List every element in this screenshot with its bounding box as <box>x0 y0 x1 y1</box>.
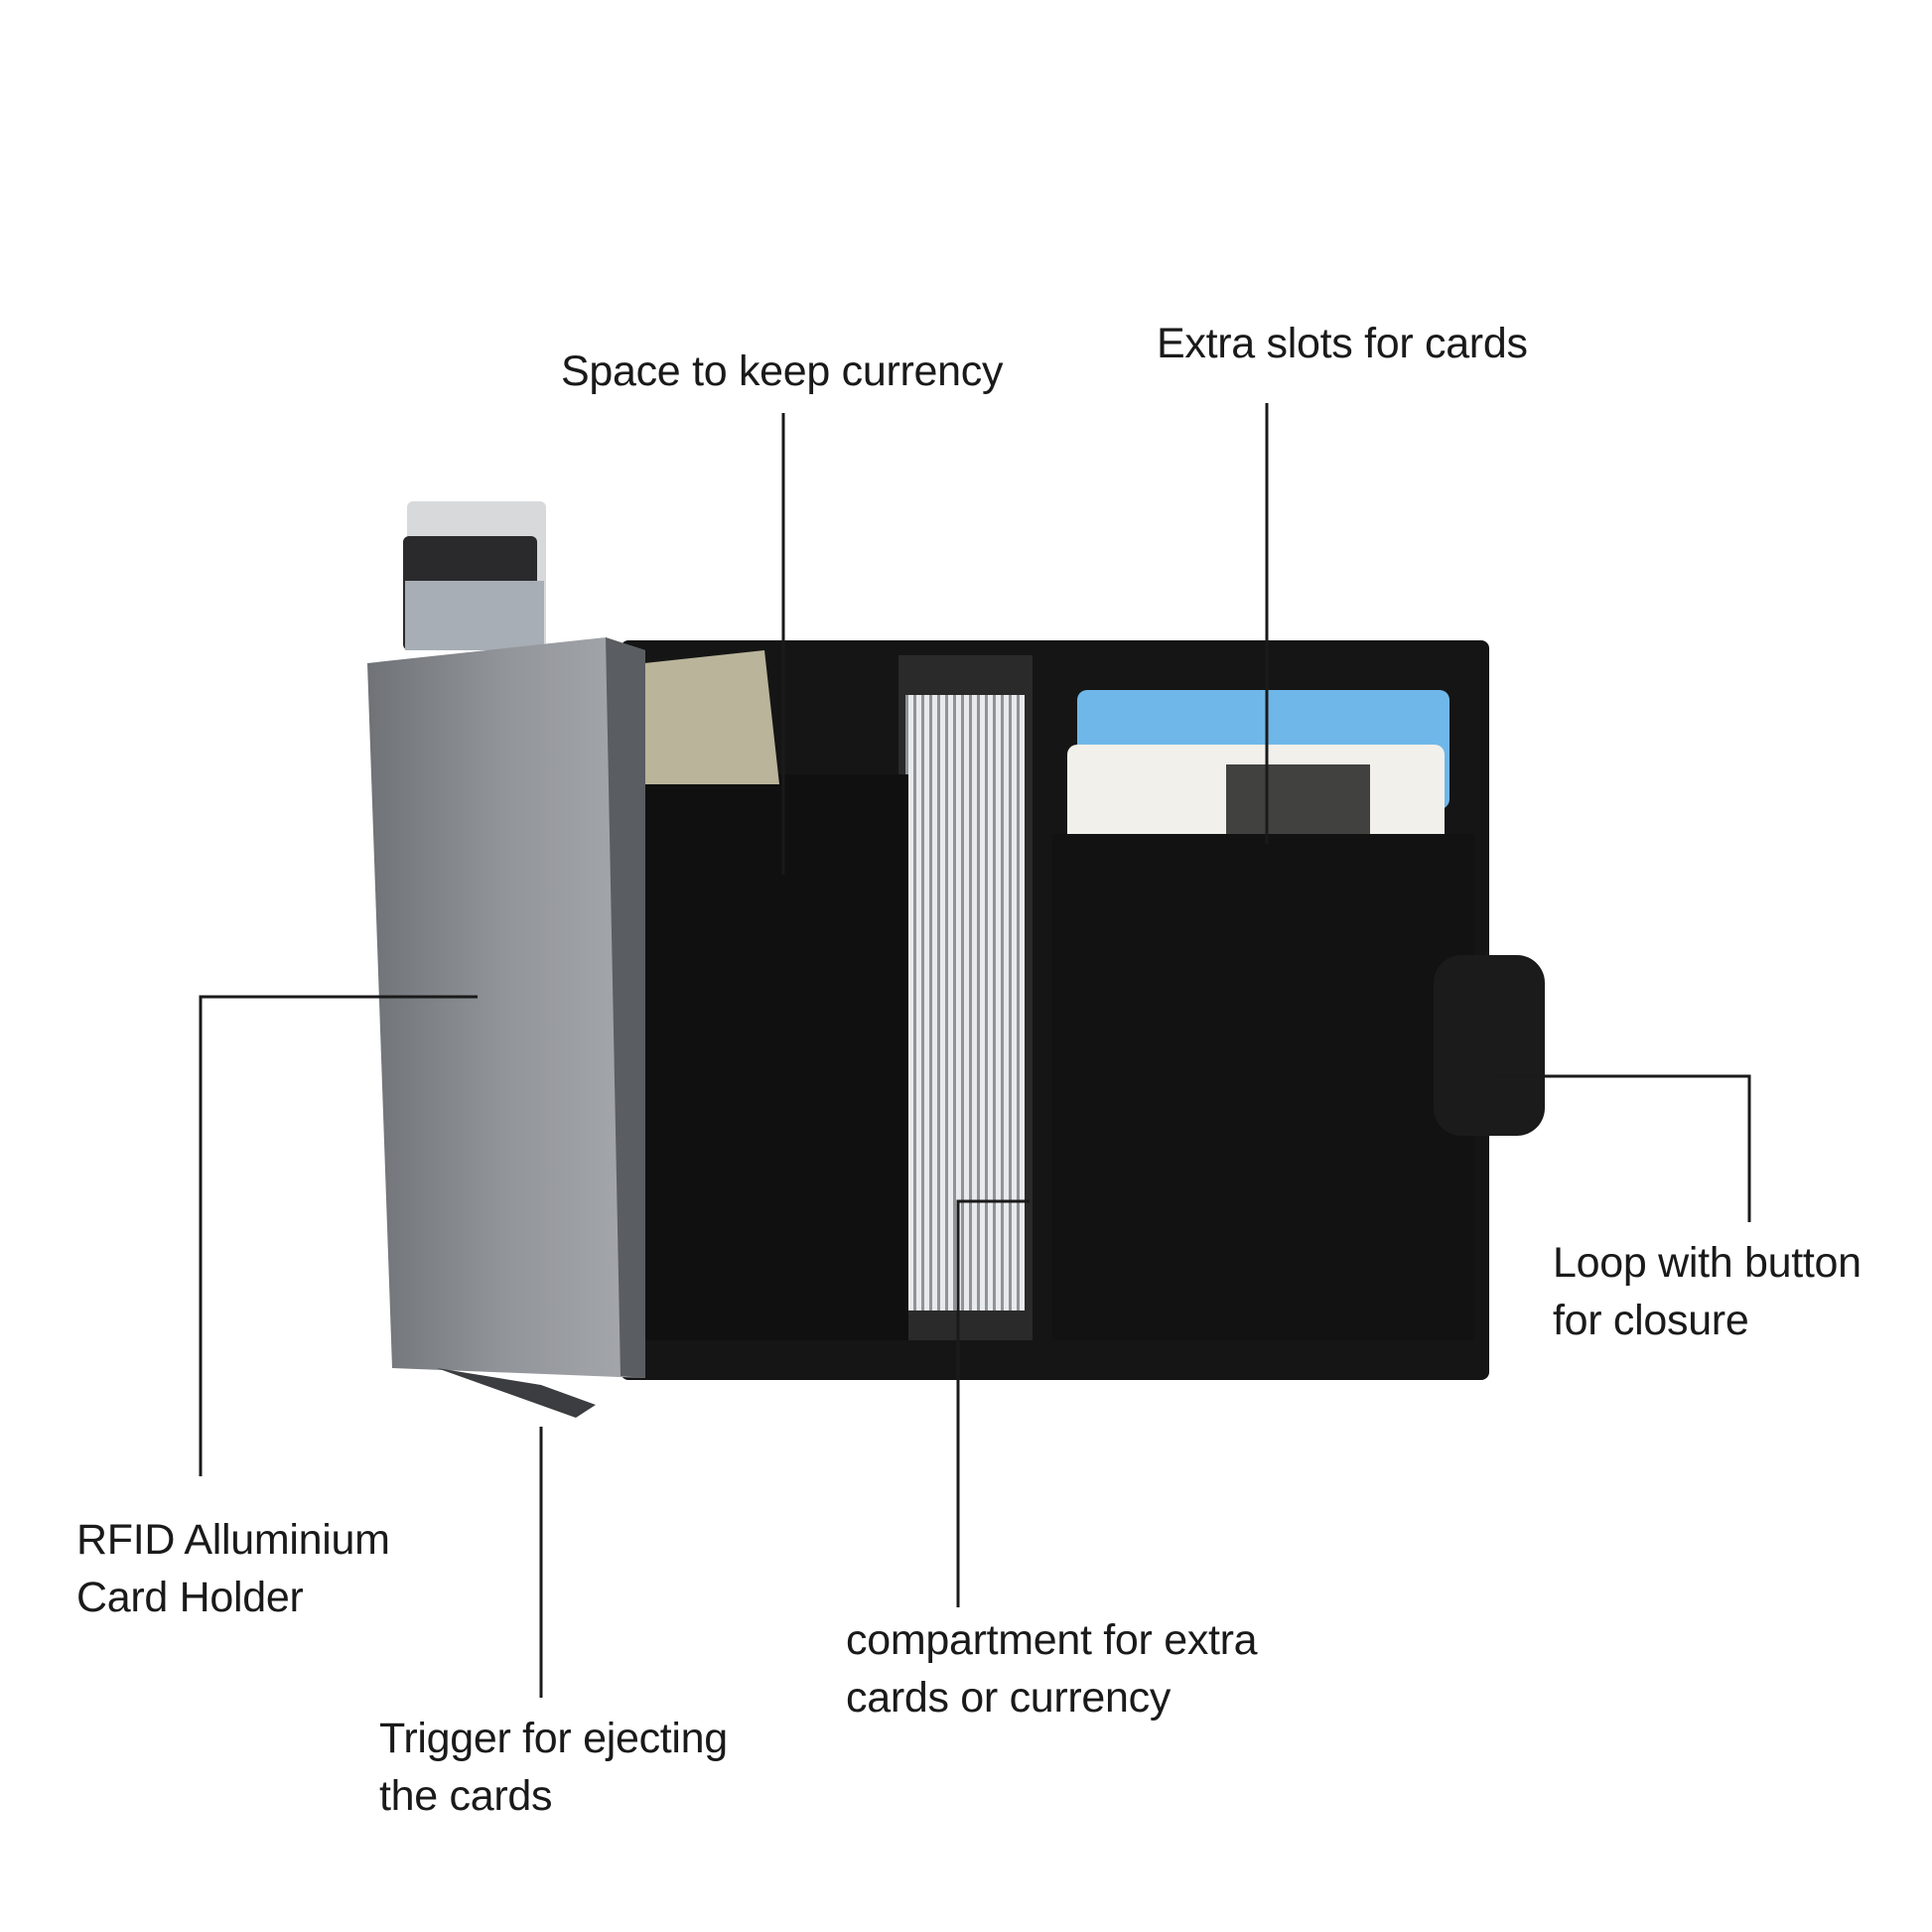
striped-lining <box>905 695 1025 1311</box>
ejected-cards <box>403 501 546 650</box>
label-trigger-line2: the cards <box>379 1772 553 1820</box>
label-loop: Loop with button for closure <box>1553 1234 1862 1349</box>
leader-rfid <box>199 995 478 1476</box>
closure-loop <box>1434 955 1545 1136</box>
leader-lines <box>199 403 1751 1698</box>
eject-trigger <box>437 1368 596 1418</box>
card-slot-panel <box>1052 834 1474 1340</box>
leader-compartment <box>956 1199 1030 1607</box>
label-loop-line1: Loop with button <box>1553 1239 1862 1287</box>
label-trigger: Trigger for ejecting the cards <box>379 1710 728 1825</box>
label-rfid-line2: Card Holder <box>76 1574 304 1621</box>
holder-side <box>606 637 645 1378</box>
holder-face <box>367 637 645 1378</box>
label-compartment-line2: cards or currency <box>846 1674 1172 1722</box>
label-compartment: compartment for extra cards or currency <box>846 1611 1258 1726</box>
currency-pocket <box>645 774 908 1340</box>
label-compartment-line1: compartment for extra <box>846 1616 1258 1664</box>
leader-loop <box>1495 1074 1751 1222</box>
wallet-body <box>621 640 1545 1380</box>
label-loop-line2: for closure <box>1553 1297 1749 1344</box>
label-rfid-line1: RFID Alluminium <box>76 1516 390 1564</box>
ejected-card-front <box>405 581 544 650</box>
label-currency: Space to keep currency <box>561 347 1004 395</box>
label-trigger-line1: Trigger for ejecting <box>379 1715 728 1762</box>
label-rfid: RFID Alluminium Card Holder <box>76 1511 390 1626</box>
banknote <box>625 650 779 784</box>
qr-code <box>1226 764 1370 844</box>
aluminium-card-holder <box>367 637 645 1418</box>
label-card-slots: Extra slots for cards <box>1157 320 1528 367</box>
